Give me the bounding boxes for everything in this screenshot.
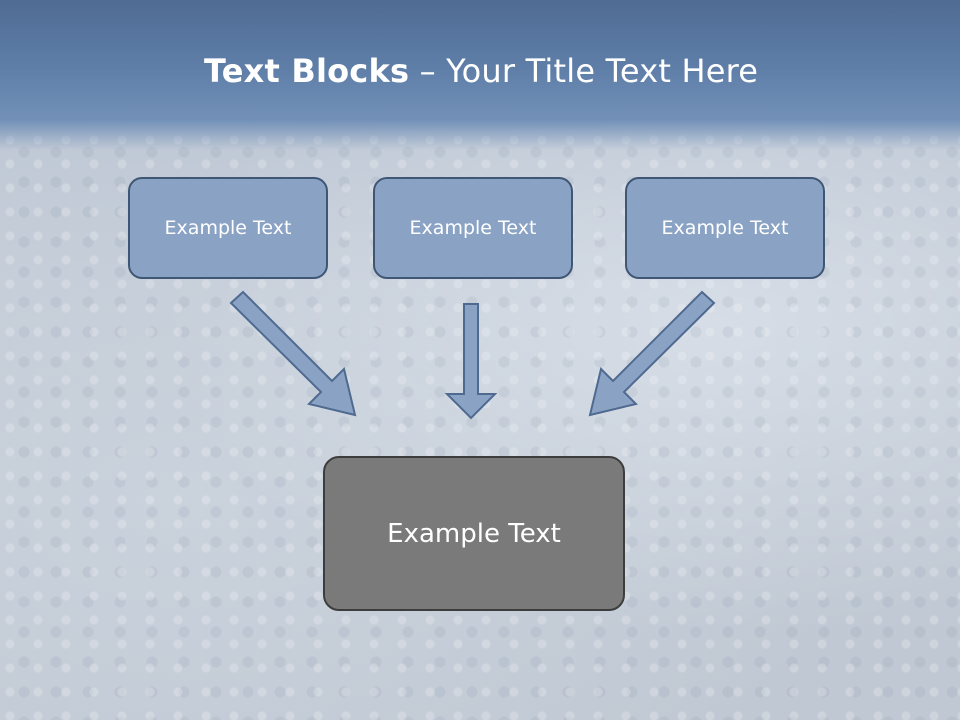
arrow-down-left-icon — [588, 290, 716, 417]
title-band — [0, 0, 960, 150]
text-block-bottom-label: Example Text — [387, 518, 561, 549]
title-bold: Text Blocks — [204, 52, 410, 90]
text-block-right[interactable]: Example Text — [625, 177, 825, 279]
arrow-down-right-icon — [229, 290, 357, 417]
arrow-down-icon — [444, 303, 498, 420]
text-block-right-label: Example Text — [661, 217, 789, 239]
text-block-left-label: Example Text — [164, 217, 292, 239]
title-separator: – — [409, 52, 447, 90]
text-block-left[interactable]: Example Text — [128, 177, 328, 279]
slide-title: Text Blocks – Your Title Text Here — [204, 52, 758, 90]
text-block-middle-label: Example Text — [409, 217, 537, 239]
text-block-middle[interactable]: Example Text — [373, 177, 573, 279]
text-block-bottom[interactable]: Example Text — [323, 456, 625, 611]
title-text: Your Title Text Here — [446, 52, 759, 90]
